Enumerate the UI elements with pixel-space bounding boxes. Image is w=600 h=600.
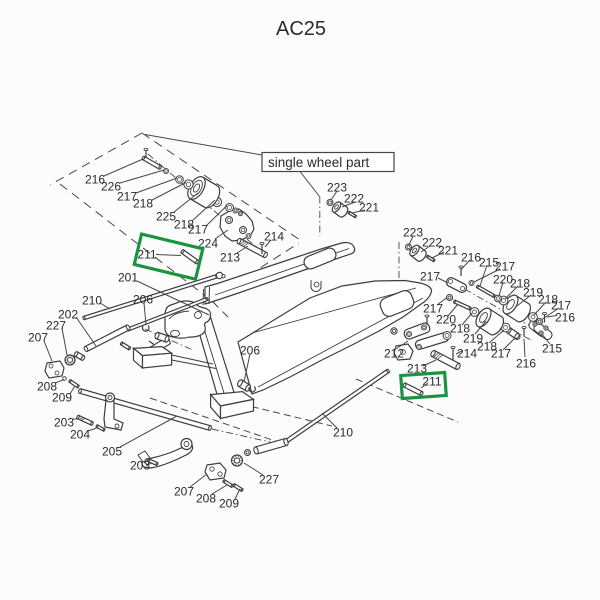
- svg-text:201: 201: [118, 270, 138, 284]
- svg-text:226: 226: [101, 179, 121, 193]
- svg-text:218: 218: [510, 276, 530, 290]
- svg-text:217: 217: [495, 259, 515, 273]
- svg-text:215: 215: [542, 341, 562, 355]
- svg-text:220: 220: [436, 312, 456, 326]
- svg-text:217: 217: [117, 189, 137, 203]
- svg-text:219: 219: [463, 331, 483, 345]
- svg-text:223: 223: [327, 180, 347, 194]
- svg-text:227: 227: [46, 318, 66, 332]
- svg-text:207: 207: [28, 330, 48, 344]
- svg-text:211: 211: [422, 374, 441, 388]
- svg-text:217: 217: [420, 269, 440, 283]
- svg-text:216: 216: [516, 356, 536, 370]
- svg-text:217: 217: [188, 222, 208, 236]
- svg-text:208: 208: [196, 491, 216, 505]
- svg-text:225: 225: [156, 209, 176, 223]
- svg-text:204: 204: [70, 427, 90, 441]
- svg-text:208: 208: [37, 379, 57, 393]
- svg-text:206: 206: [240, 343, 260, 357]
- svg-text:217: 217: [423, 301, 443, 315]
- svg-text:214: 214: [457, 346, 477, 360]
- svg-text:209: 209: [219, 496, 239, 510]
- svg-text:211: 211: [137, 247, 156, 261]
- svg-text:218: 218: [538, 292, 558, 306]
- svg-text:216: 216: [85, 172, 105, 186]
- svg-text:218: 218: [450, 321, 470, 335]
- svg-text:206: 206: [133, 292, 153, 306]
- svg-text:223: 223: [403, 225, 423, 239]
- svg-text:217: 217: [491, 346, 511, 360]
- svg-text:209: 209: [52, 390, 72, 404]
- svg-text:219: 219: [523, 285, 543, 299]
- svg-text:222: 222: [422, 235, 442, 249]
- svg-text:221: 221: [438, 243, 458, 257]
- svg-text:215: 215: [479, 255, 499, 269]
- svg-text:AC25: AC25: [276, 18, 326, 40]
- svg-text:203: 203: [130, 458, 150, 472]
- svg-text:213: 213: [220, 250, 240, 264]
- svg-text:220: 220: [493, 272, 513, 286]
- svg-text:207: 207: [174, 484, 194, 498]
- svg-text:216: 216: [555, 310, 575, 324]
- svg-text:203: 203: [54, 415, 74, 429]
- svg-text:217: 217: [551, 298, 571, 312]
- svg-text:218: 218: [174, 217, 194, 231]
- svg-text:205: 205: [102, 444, 122, 458]
- svg-text:210: 210: [333, 425, 353, 439]
- svg-text:218: 218: [133, 196, 153, 210]
- svg-text:214: 214: [264, 229, 284, 243]
- svg-text:222: 222: [344, 191, 364, 205]
- svg-text:210: 210: [82, 293, 102, 307]
- svg-text:216: 216: [461, 250, 481, 264]
- svg-text:221: 221: [359, 200, 379, 214]
- svg-text:single wheel part: single wheel part: [268, 155, 370, 170]
- svg-text:212: 212: [384, 346, 404, 360]
- svg-text:202: 202: [58, 307, 78, 321]
- svg-text:213: 213: [407, 361, 427, 375]
- svg-text:218: 218: [477, 339, 497, 353]
- svg-text:227: 227: [259, 472, 279, 486]
- svg-text:224: 224: [198, 236, 218, 250]
